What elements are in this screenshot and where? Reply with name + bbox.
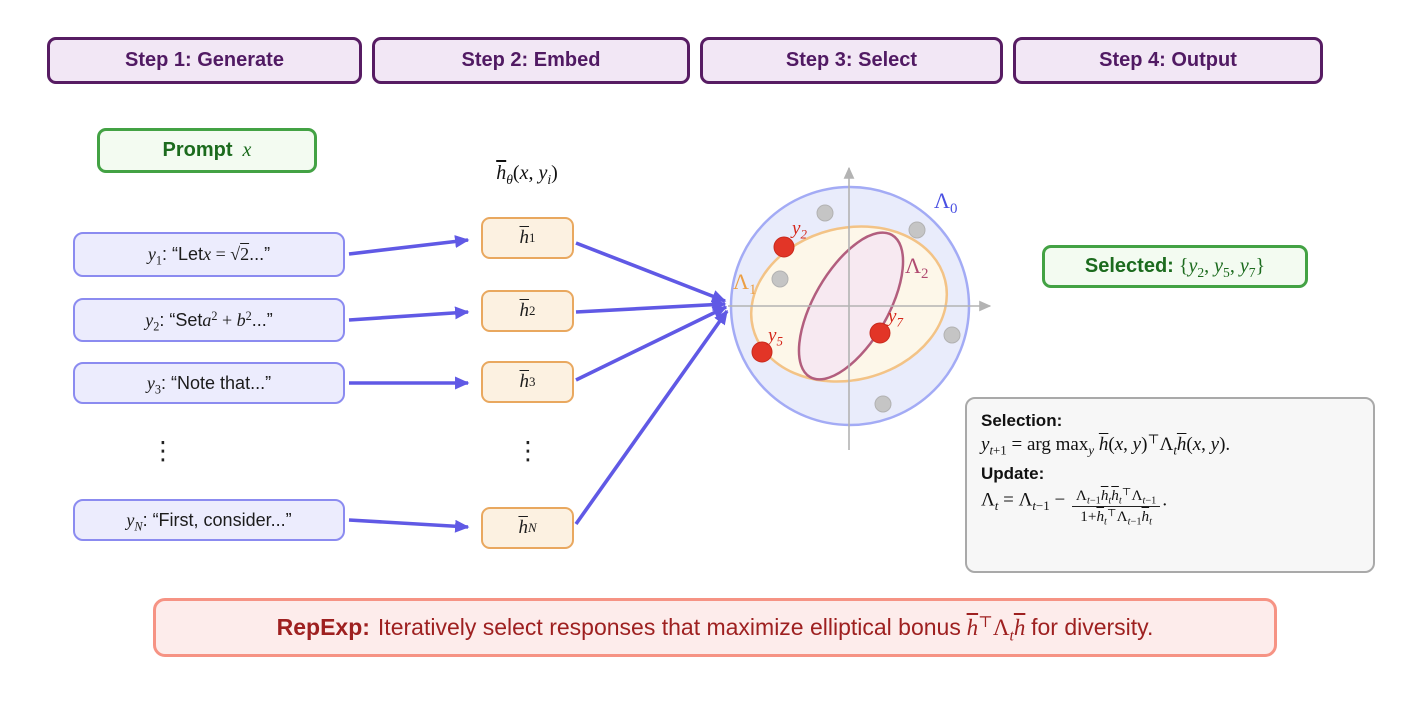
- lambda1-label: Λ1: [733, 269, 757, 299]
- formula-box: Selection: yt+1 = arg maxy h(x, y)⊤Λth(x…: [965, 397, 1375, 573]
- ellipse-plot: [728, 166, 992, 450]
- arrow-h1-plot: [575, 241, 727, 303]
- response-box-y1: y1: “Let x = √2...”: [73, 232, 345, 277]
- point-y7: [869, 322, 891, 344]
- embed-to-plot-arrows: [574, 241, 729, 526]
- lambda0-label: Λ0: [934, 188, 958, 218]
- update-title: Update:: [981, 464, 1045, 483]
- arrow-y1-h1: [348, 235, 470, 256]
- step-box-generate: Step 1: Generate: [47, 37, 362, 84]
- response-box-yN: yN: “First, consider...”: [73, 499, 345, 541]
- prompt-box: Prompt x: [97, 128, 317, 173]
- gray-points: [771, 204, 961, 413]
- response-to-embed-arrows: [348, 235, 470, 533]
- embed-header: hθ(x, yi): [496, 162, 558, 187]
- point-y5-label: y5: [768, 325, 783, 349]
- lambda2-label: Λ2: [905, 253, 929, 283]
- arrow-h2-plot: [575, 298, 727, 314]
- embeds-ellipsis: ⋮: [515, 436, 541, 465]
- selected-points: [751, 236, 891, 363]
- point-y7-label: y7: [888, 306, 903, 330]
- step-box-output: Step 4: Output: [1013, 37, 1323, 84]
- response-box-y3: y3: “Note that...”: [73, 362, 345, 404]
- selected-box: Selected: {y2, y5, y7}: [1042, 245, 1308, 288]
- arrow-yN-hN: [348, 518, 470, 533]
- point-y2: [773, 236, 795, 258]
- response-box-y2: y2: “Set a2 + b2...”: [73, 298, 345, 342]
- responses-ellipsis: ⋮: [150, 436, 176, 465]
- point-y2-label: y2: [792, 218, 807, 242]
- step-box-select: Step 3: Select: [700, 37, 1003, 84]
- point-y5: [751, 341, 773, 363]
- repexp-summary: RepExp: Iteratively select responses tha…: [153, 598, 1277, 657]
- arrow-y2-h2: [348, 306, 470, 322]
- arrow-hN-plot: [574, 309, 729, 526]
- selection-formula: yt+1 = arg maxy h(x, y)⊤Λth(x, y).: [981, 431, 1231, 458]
- arrow-h3-plot: [575, 305, 728, 382]
- selection-title: Selection:: [981, 411, 1063, 430]
- step-box-embed: Step 2: Embed: [372, 37, 690, 84]
